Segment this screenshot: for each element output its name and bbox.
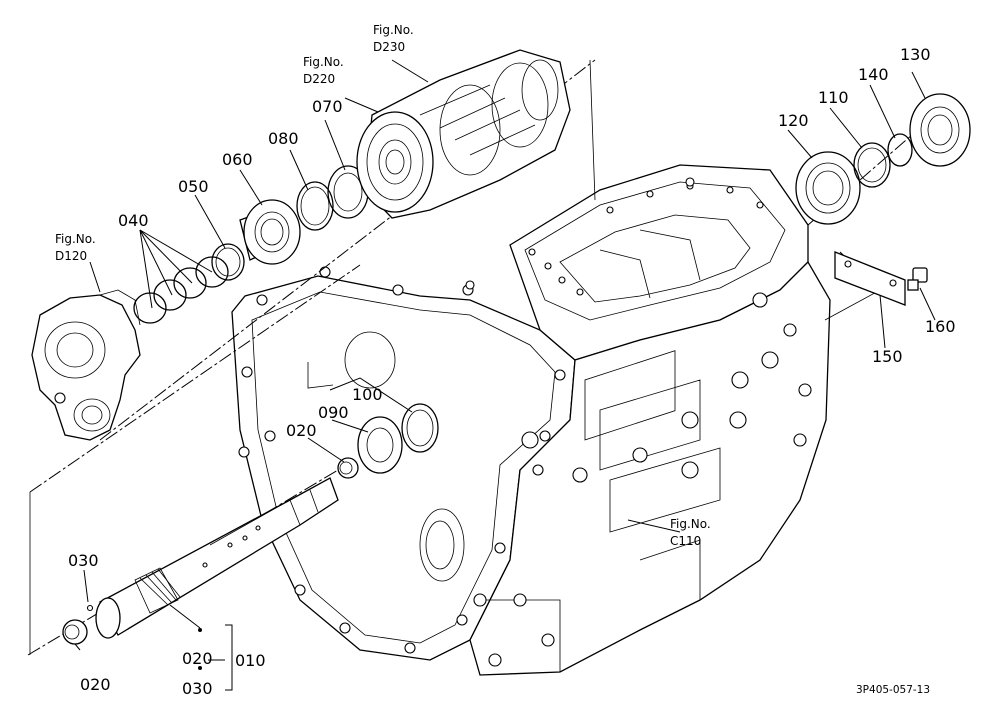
snap-rings-040 — [133, 256, 229, 324]
bolt-160 — [907, 267, 928, 291]
sleeve-020-upper — [337, 457, 359, 479]
label-050: 050 — [178, 177, 209, 196]
label-040: 040 — [118, 211, 149, 230]
fig-d220-line2: D220 — [303, 72, 335, 86]
label-140: 140 — [858, 65, 889, 84]
fig-d220-line1: Fig.No. — [303, 55, 344, 69]
figure-references: Fig.No. D230 Fig.No. D220 Fig.No. D120 F… — [55, 23, 711, 548]
label-070: 070 — [312, 97, 343, 116]
seal-100 — [401, 403, 439, 453]
label-150: 150 — [872, 347, 903, 366]
fig-c110-line2: C110 — [670, 534, 701, 548]
sleeve-020-lower — [62, 619, 88, 645]
seal-090 — [357, 416, 403, 474]
shaft-010 — [95, 477, 339, 639]
clutch-pack-d220-d230 — [356, 49, 571, 219]
dot-010-ref — [198, 628, 202, 632]
label-160: 160 — [925, 317, 956, 336]
label-080: 080 — [268, 129, 299, 148]
label-110: 110 — [818, 88, 849, 107]
ball-030 — [86, 604, 94, 612]
label-130: 130 — [900, 45, 931, 64]
label-090: 090 — [318, 403, 349, 422]
part-labels: 040 050 060 080 070 120 110 140 130 160 … — [68, 45, 956, 698]
plate-150 — [834, 251, 906, 306]
bearing-130 — [909, 93, 971, 167]
snap-ring-140 — [887, 133, 913, 167]
pto-case-d120 — [31, 289, 141, 441]
fig-c110-line1: Fig.No. — [670, 517, 711, 531]
drawing-code: 3P405-057-13 — [856, 684, 930, 696]
label-030-group: 030 — [182, 679, 213, 698]
label-100: 100 — [352, 385, 383, 404]
transmission-case — [231, 164, 831, 676]
dot-030-ref — [198, 666, 202, 670]
fig-d230-line1: Fig.No. — [373, 23, 414, 37]
label-020-group: 020 — [182, 649, 213, 668]
collar-050 — [211, 243, 245, 281]
bearing-060 — [239, 199, 301, 265]
fig-d120-line1: Fig.No. — [55, 232, 96, 246]
leader-lines — [74, 59, 936, 691]
label-020-bottom: 020 — [80, 675, 111, 694]
bearing-120 — [795, 151, 861, 225]
label-030-top: 030 — [68, 551, 99, 570]
label-060: 060 — [222, 150, 253, 169]
label-120: 120 — [778, 111, 809, 130]
ring-080 — [296, 181, 334, 231]
label-010: 010 — [235, 651, 266, 670]
label-020-shaft: 020 — [286, 421, 317, 440]
fig-d230-line2: D230 — [373, 40, 405, 54]
fig-d120-line2: D120 — [55, 249, 87, 263]
ring-110 — [853, 142, 891, 188]
